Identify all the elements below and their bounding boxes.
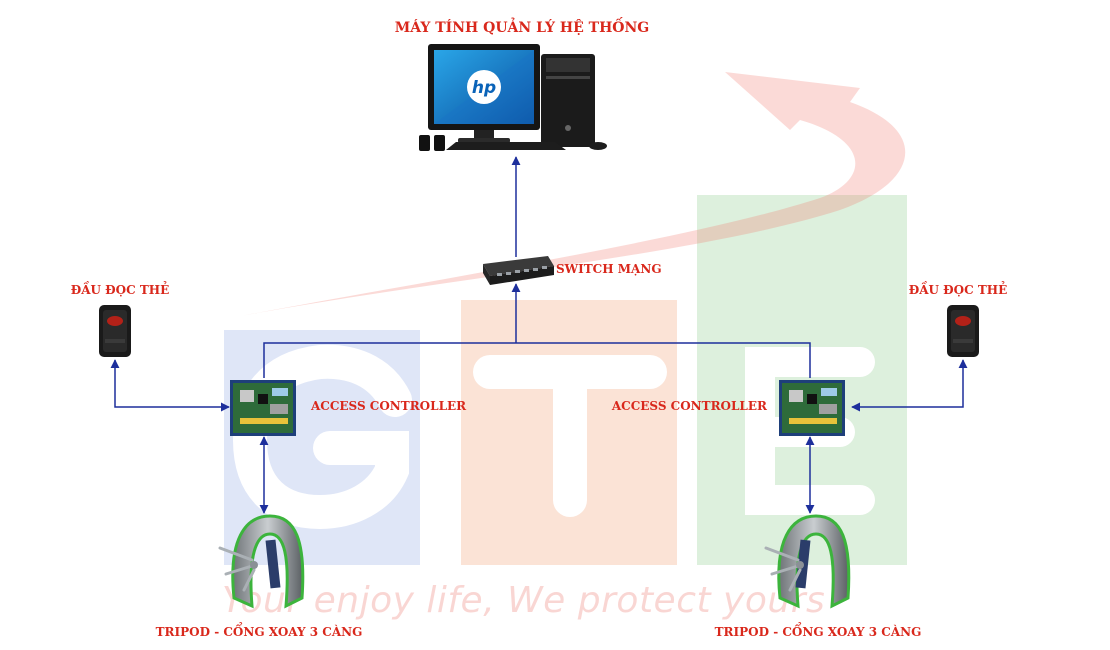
card-reader-left-icon bbox=[99, 305, 131, 357]
reader-left-label: ĐẦU ĐỌC THẺ bbox=[71, 280, 170, 297]
watermark-letter-t bbox=[473, 355, 667, 517]
svg-text:hp: hp bbox=[472, 78, 496, 98]
tripod-turnstile-right-icon bbox=[764, 514, 851, 609]
watermark-slogan: Your enjoy life, We protect yours bbox=[222, 580, 825, 621]
watermark-swoosh bbox=[230, 72, 906, 318]
controller-right-label: ACCESS CONTROLLER bbox=[611, 399, 768, 413]
desktop-computer-icon: hp bbox=[419, 44, 607, 151]
switch-label: SWITCH MẠNG bbox=[556, 262, 662, 276]
connector-bus bbox=[263, 342, 811, 378]
card-reader-right-icon bbox=[947, 305, 979, 357]
connector-reader-right bbox=[851, 359, 968, 412]
tripod-right-label: TRIPOD - CỔNG XOAY 3 CÀNG bbox=[715, 621, 922, 639]
hp-logo-icon bbox=[467, 70, 501, 104]
tripod-left-label: TRIPOD - CỔNG XOAY 3 CÀNG bbox=[156, 621, 363, 639]
access-controller-right-icon bbox=[779, 380, 845, 436]
access-controller-left-icon bbox=[230, 380, 296, 436]
connectors bbox=[110, 156, 968, 514]
controller-left-label: ACCESS CONTROLLER bbox=[310, 399, 467, 413]
connector-reader-left bbox=[110, 359, 230, 412]
network-switch-icon bbox=[483, 256, 554, 285]
computer-label: MÁY TÍNH QUẢN LÝ HỆ THỐNG bbox=[395, 16, 650, 36]
reader-right-label: ĐẦU ĐỌC THẺ bbox=[909, 280, 1008, 297]
tripod-turnstile-left-icon bbox=[218, 514, 305, 609]
watermark-letter-g bbox=[232, 344, 412, 530]
